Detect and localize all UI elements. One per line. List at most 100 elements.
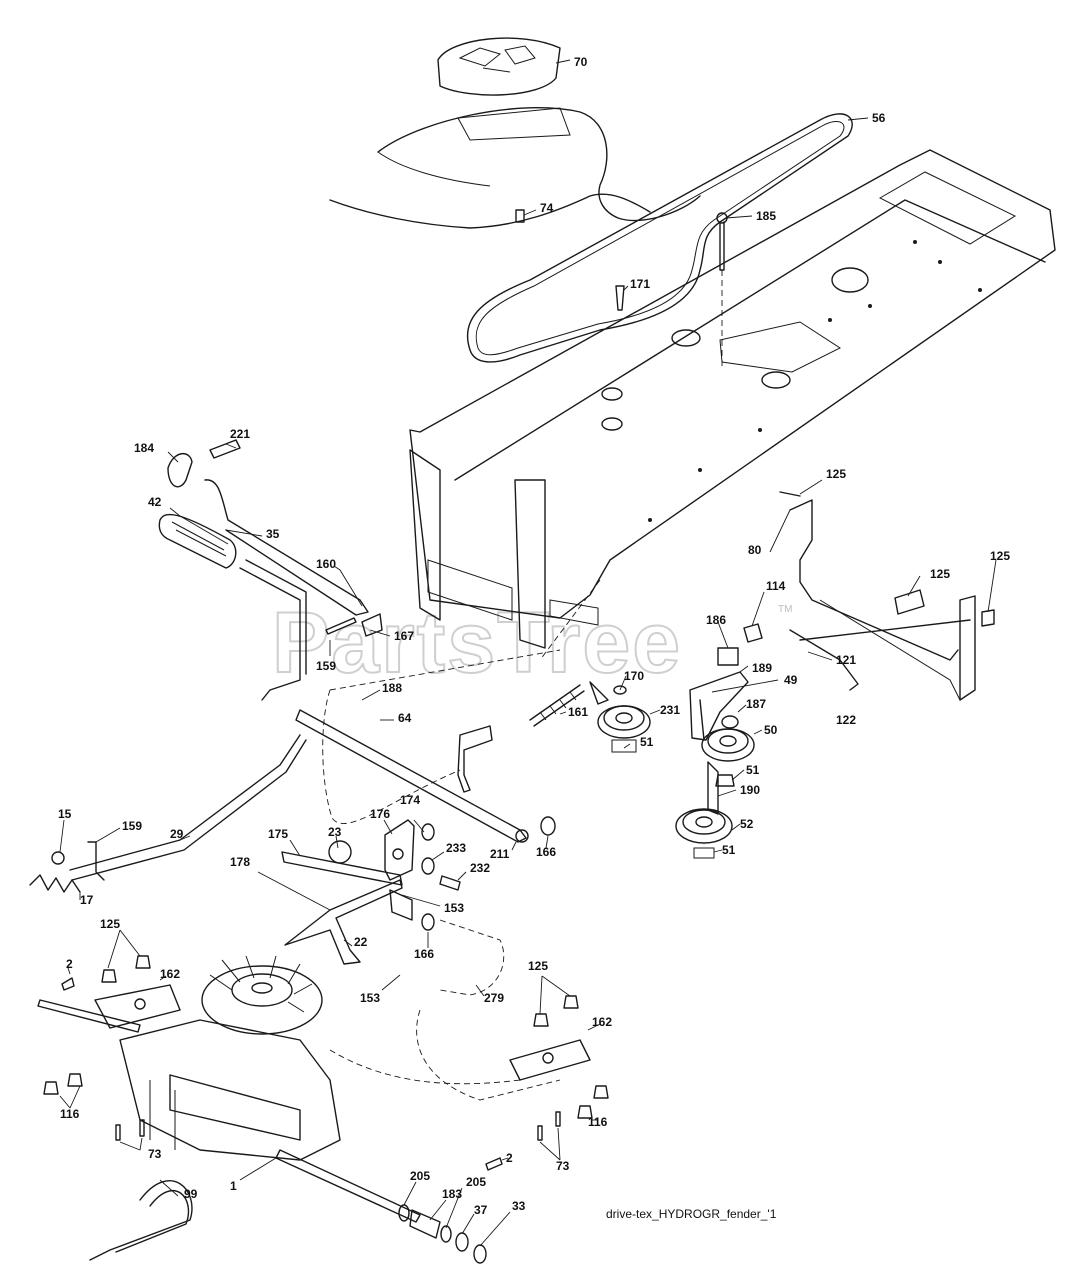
callout-175: 175 bbox=[268, 827, 288, 841]
bolt-125c-part bbox=[981, 609, 995, 627]
pulley-231-part bbox=[597, 705, 651, 753]
callout-15: 15 bbox=[58, 807, 72, 821]
callout-205b: 205 bbox=[466, 1175, 486, 1189]
callout-167: 167 bbox=[394, 629, 414, 643]
callout-116a: 116 bbox=[60, 1107, 80, 1121]
linkage-99-part bbox=[89, 1180, 193, 1261]
rod-122-part bbox=[789, 619, 971, 691]
callout-labels: 70 56 74 185 171 221 184 42 35 160 167 1… bbox=[58, 55, 1010, 1217]
callout-23: 23 bbox=[328, 825, 342, 839]
callout-159b: 159 bbox=[122, 819, 142, 833]
stacked-washers-part bbox=[398, 1204, 487, 1264]
callout-1: 1 bbox=[230, 1179, 237, 1193]
pin-2b-part bbox=[485, 1157, 503, 1171]
callout-35: 35 bbox=[266, 527, 280, 541]
bolt-125b-part bbox=[894, 589, 925, 615]
clip-159b-part bbox=[87, 841, 105, 881]
callout-153a: 153 bbox=[444, 901, 464, 915]
callout-184: 184 bbox=[134, 441, 154, 455]
callout-183: 183 bbox=[442, 1187, 462, 1201]
bushing-186-part bbox=[717, 647, 739, 666]
bolt-74-part bbox=[515, 209, 525, 223]
watermark: PartsTree bbox=[272, 595, 682, 691]
callout-125d: 125 bbox=[100, 917, 120, 931]
callout-233: 233 bbox=[446, 841, 466, 855]
bracket-170-part bbox=[589, 681, 627, 705]
callout-166b: 166 bbox=[414, 947, 434, 961]
ball-23-part bbox=[328, 840, 352, 864]
callout-52: 52 bbox=[740, 817, 754, 831]
rod-175-part bbox=[281, 851, 403, 886]
callout-56: 56 bbox=[872, 111, 886, 125]
bolt-232-part bbox=[439, 875, 461, 891]
nut-51b-part bbox=[715, 774, 735, 787]
callout-42: 42 bbox=[148, 495, 162, 509]
callout-125e: 125 bbox=[528, 959, 548, 973]
callout-160: 160 bbox=[316, 557, 336, 571]
fan-part bbox=[201, 955, 323, 1035]
washer-166a-part bbox=[540, 816, 556, 836]
bolt-185-part bbox=[716, 212, 728, 368]
callout-162b: 162 bbox=[592, 1015, 612, 1029]
callout-185: 185 bbox=[756, 209, 776, 223]
bracket-80-part bbox=[779, 491, 976, 701]
callout-232: 232 bbox=[470, 861, 490, 875]
bracket-176-part bbox=[384, 819, 415, 881]
callout-51a: 51 bbox=[640, 735, 654, 749]
cross-shaft-part bbox=[295, 709, 529, 843]
clip-167-part bbox=[361, 613, 383, 637]
pulley-52-part bbox=[675, 808, 733, 859]
callout-190: 190 bbox=[740, 783, 760, 797]
callout-33: 33 bbox=[512, 1199, 526, 1213]
pulley-50-part bbox=[701, 728, 755, 762]
callout-186: 186 bbox=[706, 613, 726, 627]
leader-lines bbox=[59, 59, 997, 1247]
callout-29: 29 bbox=[170, 827, 184, 841]
callout-125a: 125 bbox=[826, 467, 846, 481]
pedal-pad-part bbox=[158, 513, 237, 569]
callout-99: 99 bbox=[184, 1187, 198, 1201]
callout-166a: 166 bbox=[536, 845, 556, 859]
callout-188: 188 bbox=[382, 681, 402, 695]
dashed-cable-279-part bbox=[416, 919, 561, 1101]
callout-51b: 51 bbox=[746, 763, 760, 777]
pivot-22-part bbox=[389, 889, 413, 921]
callout-170: 170 bbox=[624, 669, 644, 683]
callout-205a: 205 bbox=[410, 1169, 430, 1183]
callout-121: 121 bbox=[836, 653, 856, 667]
pin-2a-part bbox=[61, 977, 75, 991]
pedal-arm-part bbox=[204, 479, 369, 616]
callout-51c: 51 bbox=[722, 843, 736, 857]
callout-171: 171 bbox=[630, 277, 650, 291]
dashed-rod-188-part bbox=[322, 649, 561, 824]
washer-166b-part bbox=[421, 913, 435, 931]
nut-114-part bbox=[743, 623, 763, 643]
tractor-frame-part bbox=[409, 149, 1056, 649]
callout-22: 22 bbox=[354, 935, 368, 949]
callout-153b: 153 bbox=[360, 991, 380, 1005]
fasteners-125-116-73-part bbox=[43, 955, 609, 1141]
watermark-trademark: TM bbox=[778, 604, 792, 615]
callout-189: 189 bbox=[752, 661, 772, 675]
bracket-162a-part bbox=[94, 984, 181, 1029]
callout-73b: 73 bbox=[556, 1159, 570, 1173]
fender-cover-part bbox=[437, 37, 561, 96]
callout-17: 17 bbox=[80, 893, 94, 907]
drive-belt-part bbox=[466, 113, 853, 363]
callout-74: 74 bbox=[540, 201, 554, 215]
lever-178-part bbox=[284, 879, 403, 965]
diagram-caption: drive-tex_HYDROGR_fender_'1 bbox=[606, 1207, 777, 1221]
callout-279: 279 bbox=[484, 991, 504, 1005]
pedal-rod-part bbox=[239, 559, 307, 701]
fender-part bbox=[329, 107, 701, 229]
callout-2a: 2 bbox=[66, 957, 73, 971]
callout-37: 37 bbox=[474, 1203, 488, 1217]
callout-211: 211 bbox=[490, 847, 510, 861]
callout-49: 49 bbox=[784, 673, 798, 687]
callout-176: 176 bbox=[370, 807, 390, 821]
callout-174: 174 bbox=[400, 793, 420, 807]
clip-184-part bbox=[167, 453, 193, 488]
callout-161: 161 bbox=[568, 705, 588, 719]
pin-159-part bbox=[325, 617, 357, 635]
